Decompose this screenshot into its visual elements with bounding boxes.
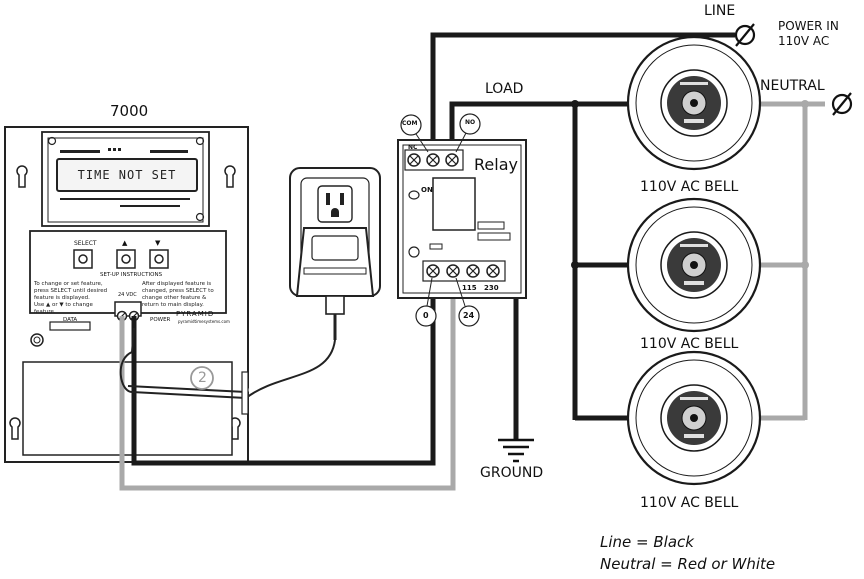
twenty-four-callout bbox=[455, 277, 480, 327]
website-label: pyramidtimesystems.com bbox=[178, 319, 230, 324]
down-button-label: ▼ bbox=[155, 239, 161, 247]
bell-2-label: 110V AC BELL bbox=[640, 336, 739, 352]
relay-module bbox=[397, 139, 527, 299]
instruction-1: To change or set feature, press SELECT u… bbox=[34, 281, 108, 301]
on-label: ON bbox=[421, 186, 433, 194]
select-button-label: SELECT bbox=[74, 240, 97, 247]
bell-3 bbox=[626, 350, 762, 486]
transformer bbox=[295, 227, 375, 340]
bell-1-label: 110V AC BELL bbox=[640, 179, 739, 195]
bell-3-label: 110V AC BELL bbox=[640, 495, 739, 511]
relay-label: Relay bbox=[474, 155, 518, 174]
power-label: POWER bbox=[150, 317, 171, 323]
lcd-display: TIME NOT SET bbox=[56, 158, 198, 192]
com-label: COM bbox=[402, 120, 418, 127]
power-in-terminal-symbol bbox=[734, 23, 756, 47]
terminal-230-label: 230 bbox=[484, 284, 499, 292]
terminal-115-label: 115 bbox=[462, 284, 477, 292]
instruction-3: After displayed feature is changed, pres… bbox=[142, 281, 214, 308]
vdc-label: 24 VDC bbox=[118, 292, 137, 298]
wire-count-callout bbox=[190, 366, 214, 390]
line-label: LINE bbox=[704, 3, 736, 19]
select-button[interactable] bbox=[73, 249, 93, 269]
com-callout bbox=[400, 114, 429, 153]
down-button[interactable] bbox=[149, 249, 169, 269]
bell-2 bbox=[626, 197, 762, 333]
zero-callout bbox=[415, 277, 437, 327]
no-label: NO bbox=[465, 119, 476, 126]
no-callout bbox=[455, 113, 481, 153]
ground-symbol bbox=[498, 438, 534, 463]
terminal-0-label: 0 bbox=[423, 311, 429, 320]
up-button-label: ▲ bbox=[122, 239, 128, 247]
brand-logo-text: PYRAMID bbox=[176, 310, 215, 318]
load-label: LOAD bbox=[485, 81, 524, 97]
instructions-title: SET-UP INSTRUCTIONS bbox=[100, 272, 163, 278]
junction-dots bbox=[571, 100, 809, 269]
terminal-24-label: 24 bbox=[463, 311, 475, 320]
neutral-label: NEUTRAL bbox=[760, 78, 825, 94]
power-in-label: POWER IN bbox=[778, 19, 839, 33]
up-button[interactable] bbox=[116, 249, 136, 269]
wire-count-label: 2 bbox=[198, 370, 207, 386]
neutral-terminal-symbol bbox=[831, 92, 853, 116]
legend-line: Line = Black bbox=[600, 533, 694, 551]
nc-label: NC bbox=[408, 144, 418, 151]
power-in-voltage-label: 110V AC bbox=[778, 34, 830, 48]
data-label: DATA bbox=[63, 317, 78, 323]
instruction-2: Use ▲ or ▼ to change feature. bbox=[34, 302, 93, 315]
legend-neutral: Neutral = Red or White bbox=[600, 555, 776, 573]
ground-label: GROUND bbox=[480, 465, 544, 481]
clock-model-label: 7000 bbox=[110, 102, 149, 120]
bell-1 bbox=[626, 35, 762, 171]
